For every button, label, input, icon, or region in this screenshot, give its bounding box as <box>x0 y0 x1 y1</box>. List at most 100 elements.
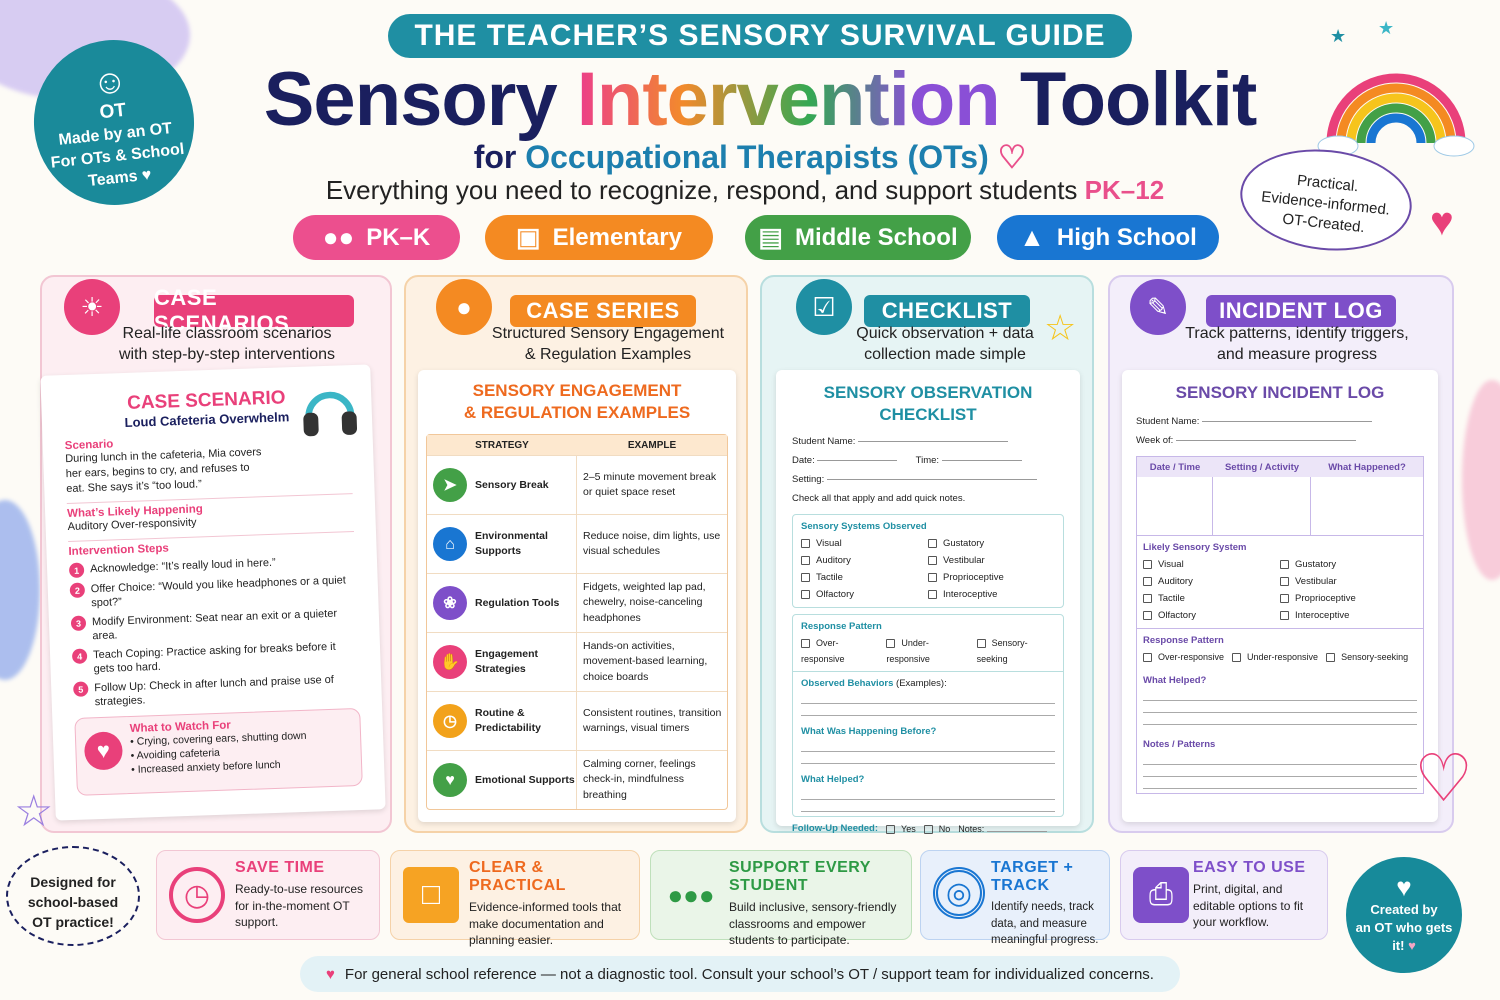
column-header: Setting / Activity <box>1224 461 1300 473</box>
grade-pill-elementary[interactable]: ▣Elementary <box>485 215 713 260</box>
checkbox-item[interactable]: Gustatory <box>1280 556 1417 573</box>
checkbox-item[interactable]: Over-responsive <box>801 638 845 664</box>
date-time-field[interactable]: Date: Time: <box>792 451 1064 470</box>
write-line[interactable] <box>801 800 1055 812</box>
checkbox-item[interactable]: Vestibular <box>1280 573 1417 590</box>
checkbox-item[interactable]: Olfactory <box>801 586 928 603</box>
paint-splash <box>1462 380 1500 580</box>
checkbox-item[interactable]: Sensory-seeking <box>976 638 1028 664</box>
notes-field[interactable]: Notes: <box>958 821 1047 837</box>
checkbox-item[interactable]: Under-responsive <box>1232 649 1318 665</box>
checkbox-item[interactable]: Sensory-seeking <box>1326 649 1408 665</box>
disclaimer-text: For general school reference — not a dia… <box>344 965 1154 983</box>
section-label: Response Pattern <box>1143 635 1224 646</box>
rainbow-icon <box>1317 73 1475 157</box>
target-icon: ◎ <box>933 867 985 919</box>
heart-icon: ♥ <box>141 166 153 185</box>
setting-field[interactable]: Setting: <box>792 470 1064 489</box>
grade-pill-pk-k[interactable]: ●●PK–K <box>293 215 460 260</box>
headphones-icon <box>303 391 358 437</box>
grade-pill-high-school[interactable]: ▲High School <box>997 215 1219 260</box>
checkbox-item[interactable]: Over-responsive <box>1143 649 1224 665</box>
write-line[interactable] <box>1143 777 1417 789</box>
student-name-field[interactable]: Student Name: <box>792 432 1064 451</box>
checkbox-item[interactable]: Tactile <box>801 569 928 586</box>
write-line[interactable] <box>1143 701 1417 713</box>
systems-section: Sensory Systems Observed Visual Gustator… <box>792 514 1064 608</box>
checkbox-item[interactable]: Proprioceptive <box>1280 590 1417 607</box>
feature-body: Evidence-informed tools that make docume… <box>469 900 622 947</box>
checkbox-item[interactable]: Under-responsive <box>886 638 930 664</box>
heart-icon: ♥ <box>326 965 335 983</box>
checkbox-item[interactable]: Gustatory <box>928 535 1055 552</box>
heart-icon: ♡ <box>1414 741 1474 815</box>
checkbox-item[interactable]: No <box>923 821 950 837</box>
printer-icon: ⎙ <box>1133 867 1189 923</box>
checkbox-item[interactable]: Olfactory <box>1143 607 1280 624</box>
week-field[interactable]: Week of: <box>1136 431 1424 450</box>
fidget-icon: ❀ <box>433 586 467 620</box>
heart-icon: ♥ <box>1408 938 1416 953</box>
checkbox-item[interactable]: Interoceptive <box>1280 607 1417 624</box>
checkbox-item[interactable]: Visual <box>1143 556 1280 573</box>
write-line[interactable] <box>1143 753 1417 765</box>
heart-icon: ♥ <box>83 731 124 771</box>
backpack-icon: ▣ <box>516 222 541 252</box>
table-header: Date / Time Setting / Activity What Happ… <box>1137 457 1423 477</box>
feature-body: Build inclusive, sensory-friendly classr… <box>729 900 897 947</box>
write-line[interactable] <box>1143 689 1417 701</box>
checkbox-item[interactable]: Auditory <box>801 552 928 569</box>
feature-title: CLEAR & PRACTICAL <box>469 859 566 894</box>
card-heading: INCIDENT LOG <box>1206 295 1396 327</box>
checkbox-item[interactable]: Proprioceptive <box>928 569 1055 586</box>
clock-icon: ◷ <box>433 704 467 738</box>
checkbox-item[interactable]: Tactile <box>1143 590 1280 607</box>
section-label: What Helped? <box>801 774 865 785</box>
write-line[interactable] <box>801 788 1055 800</box>
engagement-sheet: SENSORY ENGAGEMENT& REGULATION EXAMPLES … <box>418 370 736 822</box>
incident-table: Date / Time Setting / Activity What Happ… <box>1136 456 1424 794</box>
guide-banner: THE TEACHER’S SENSORY SURVIVAL GUIDE <box>388 14 1132 58</box>
table-row[interactable] <box>1137 477 1423 535</box>
checkbox-item[interactable]: Interoceptive <box>928 586 1055 603</box>
checkbox-item[interactable]: Auditory <box>1143 573 1280 590</box>
write-line[interactable] <box>801 704 1055 716</box>
section-label: Likely Sensory System <box>1143 542 1247 553</box>
lightbulb-icon: ☀ <box>64 279 120 335</box>
checkbox-item[interactable]: Yes <box>886 821 916 837</box>
group-icon: ●● <box>322 222 355 252</box>
scenario-text: During lunch in the cafeteria, Mia cover… <box>65 446 262 496</box>
feature-support-every-student: ●●● SUPPORT EVERY STUDENT Build inclusiv… <box>650 850 912 947</box>
column-header: Date / Time <box>1149 461 1201 473</box>
response-section: Response Pattern Over-responsive Under-r… <box>1137 628 1423 793</box>
write-line[interactable] <box>801 752 1055 764</box>
watch-for-box: ♥ What to Watch For • Crying, covering e… <box>74 707 363 796</box>
checkbox-item[interactable]: Vestibular <box>928 552 1055 569</box>
pencil-icon: ✎ <box>1130 279 1186 335</box>
write-line[interactable] <box>1143 713 1417 725</box>
instruction-text: Check all that apply and add quick notes… <box>792 493 966 504</box>
student-name-field[interactable]: Student Name: <box>1136 412 1424 431</box>
page-tagline: Everything you need to recognize, respon… <box>325 175 1165 205</box>
checkbox-item[interactable]: Visual <box>801 535 928 552</box>
heart-icon: ♥ <box>433 763 467 797</box>
write-line[interactable] <box>801 740 1055 752</box>
section-label: Notes / Patterns <box>1143 739 1216 750</box>
section-label: Observed Behaviors (Examples): <box>801 678 947 689</box>
grade-pill-middle-school[interactable]: ▤Middle School <box>745 215 971 260</box>
feature-target-track: ◎ TARGET + TRACK Identify needs, track d… <box>920 850 1110 946</box>
card-heading: CASE SERIES <box>510 295 696 327</box>
write-line[interactable] <box>1143 765 1417 777</box>
feature-body: Identify needs, track data, and measure … <box>991 901 1099 946</box>
write-line[interactable] <box>801 692 1055 704</box>
card-description: Structured Sensory Engagement& Regulatio… <box>491 325 725 363</box>
response-section: Response Pattern Over-responsive Under-r… <box>792 614 1064 817</box>
card-heading: CHECKLIST <box>864 295 1030 327</box>
